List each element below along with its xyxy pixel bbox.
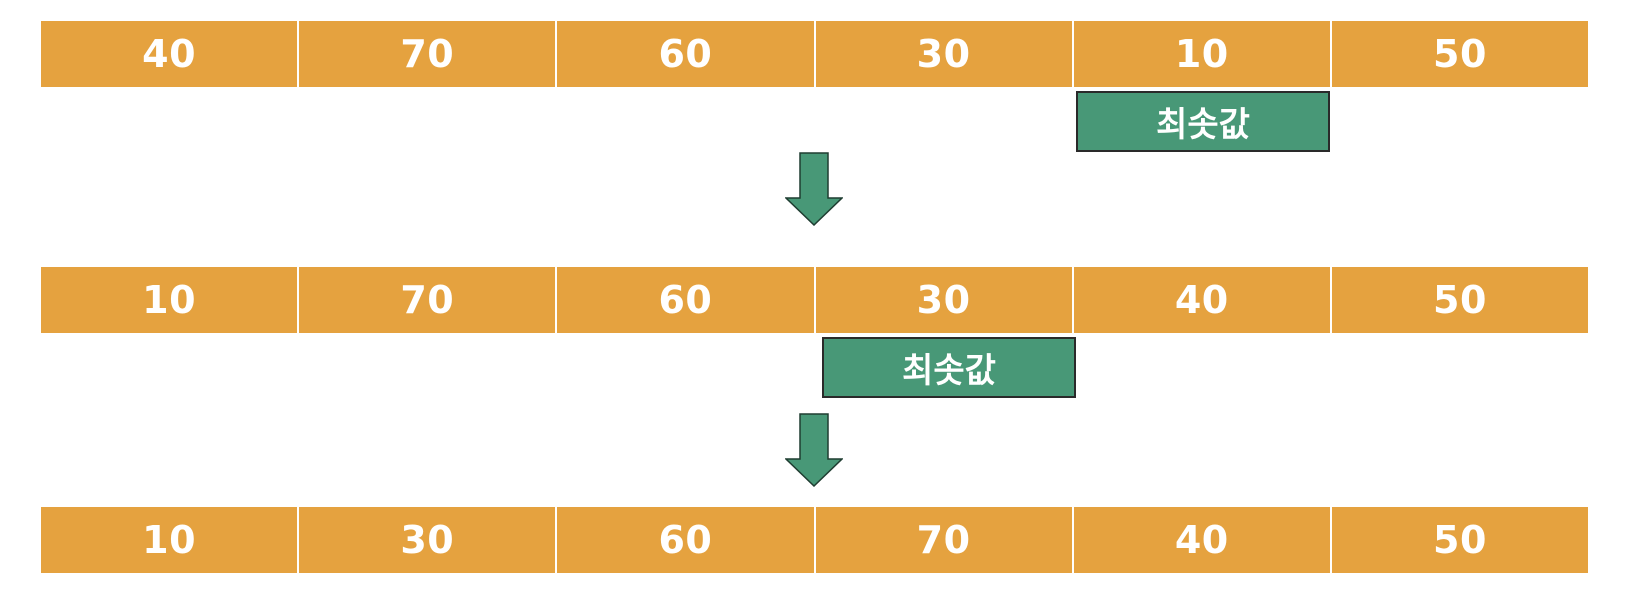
array-cell: 10 xyxy=(41,267,298,333)
array-cell: 70 xyxy=(299,267,556,333)
min-value-label: 최솟값 xyxy=(822,337,1076,398)
array-cell: 60 xyxy=(557,267,814,333)
array-cell: 50 xyxy=(1331,267,1589,333)
array-cell: 60 xyxy=(557,507,814,573)
array-cell: 40 xyxy=(41,21,298,87)
down-arrow-icon xyxy=(785,152,843,226)
array-row-2: 10 70 60 30 40 50 xyxy=(41,267,1589,333)
array-cell: 30 xyxy=(815,267,1072,333)
array-cell: 50 xyxy=(1331,507,1589,573)
array-cell: 40 xyxy=(1073,267,1330,333)
array-cell: 30 xyxy=(299,507,556,573)
array-cell: 10 xyxy=(41,507,298,573)
array-cell: 50 xyxy=(1331,21,1589,87)
min-value-label: 최솟값 xyxy=(1076,91,1330,152)
array-cell: 70 xyxy=(815,507,1072,573)
array-cell: 70 xyxy=(299,21,556,87)
array-row-3: 10 30 60 70 40 50 xyxy=(41,507,1589,573)
array-cell: 60 xyxy=(557,21,814,87)
array-row-1: 40 70 60 30 10 50 xyxy=(41,21,1589,87)
array-cell: 30 xyxy=(815,21,1072,87)
array-cell: 40 xyxy=(1073,507,1330,573)
down-arrow-icon xyxy=(785,413,843,487)
array-cell: 10 xyxy=(1073,21,1330,87)
